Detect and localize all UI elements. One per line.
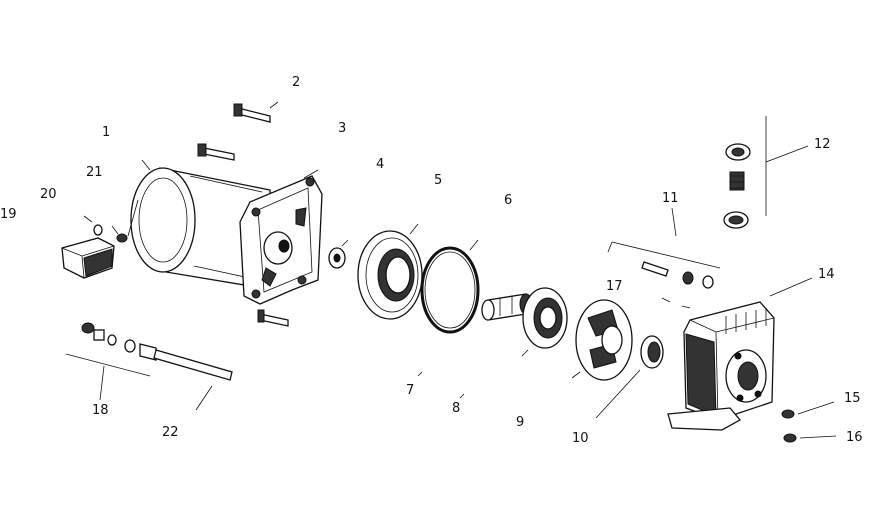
callout-11: 11 [662, 191, 679, 206]
part-motor-flange [239, 169, 323, 305]
callout-6: 6 [504, 193, 512, 208]
callout-12: 12 [814, 137, 831, 152]
part-pump-housing [667, 277, 813, 431]
callout-10: 10 [572, 431, 589, 446]
part-bolt-lower [257, 309, 289, 327]
callout-17: 17 [606, 279, 623, 294]
part-cord-connector [65, 322, 151, 401]
part-grommet [111, 225, 128, 243]
part-drain-plug-lower [783, 433, 837, 443]
callout-20: 20 [40, 187, 57, 202]
callout-19: 19 [0, 207, 17, 222]
part-o-ring [420, 239, 480, 334]
callout-5: 5 [434, 173, 442, 188]
callout-22: 22 [162, 425, 179, 440]
callout-1: 1 [102, 125, 110, 140]
part-wear-ring [595, 335, 664, 419]
callout-8: 8 [452, 401, 460, 416]
callout-labels: 1 2 3 4 5 6 7 8 9 10 11 12 14 15 16 17 1… [0, 75, 863, 446]
callout-3: 3 [338, 121, 346, 136]
callout-4: 4 [376, 157, 384, 172]
callout-16: 16 [846, 430, 863, 445]
callout-18: 18 [92, 403, 109, 418]
part-bolt-top [233, 101, 279, 123]
part-impeller [521, 287, 568, 357]
part-diffuser [571, 299, 633, 381]
part-seal-plate [357, 223, 423, 320]
part-washer [328, 239, 349, 269]
callout-15: 15 [844, 391, 861, 406]
leader-ticks [417, 371, 465, 399]
callout-7: 7 [406, 383, 414, 398]
part-small-screw [83, 215, 103, 236]
part-bolt-middle [197, 143, 235, 161]
part-injector [607, 207, 721, 309]
callout-2: 2 [292, 75, 300, 90]
part-terminal-box [61, 237, 115, 279]
callout-21: 21 [86, 165, 103, 180]
part-power-cord [139, 343, 233, 411]
callout-9: 9 [516, 415, 524, 430]
part-drain-plug-upper [781, 401, 835, 419]
callout-14: 14 [818, 267, 835, 282]
part-motor [127, 159, 275, 291]
part-priming-plug [723, 116, 809, 229]
